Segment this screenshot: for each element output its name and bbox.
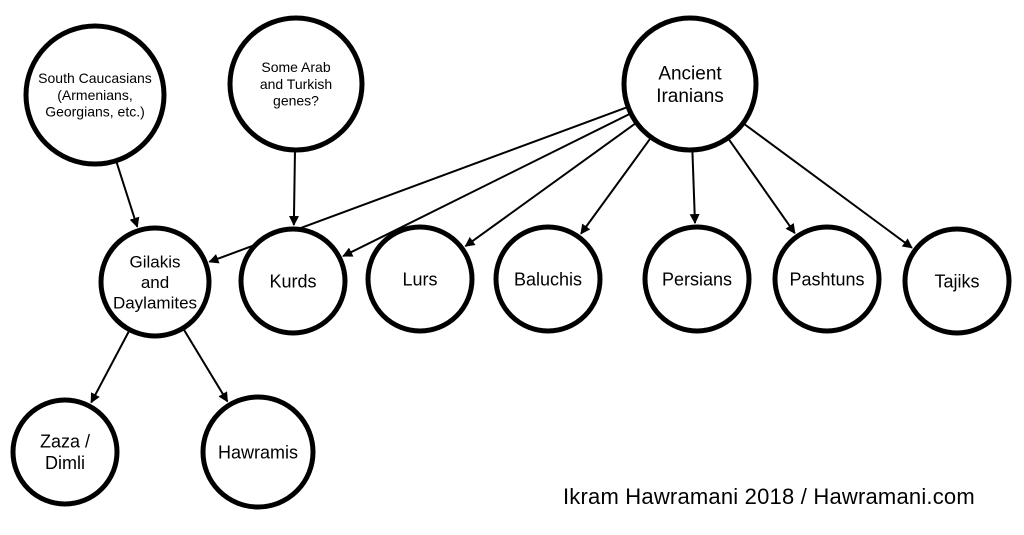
node-label: Iranians	[656, 86, 724, 107]
node-label: Zaza /	[40, 432, 90, 452]
node-circle	[227, 15, 365, 153]
node-lurs: Lurs	[365, 224, 475, 334]
node-label: (Armenians,	[57, 87, 132, 103]
node-label: Dimli	[45, 453, 85, 473]
node-label: Lurs	[402, 269, 437, 289]
node-label: Baluchis	[514, 269, 582, 289]
node-circle	[238, 226, 348, 336]
node-label: Pashtuns	[789, 269, 864, 289]
node-label: Hawramis	[218, 442, 298, 462]
node-label: Kurds	[269, 271, 316, 291]
node-circle	[772, 224, 882, 334]
node-zaza: Zaza /Dimli	[10, 397, 120, 507]
node-label: Georgians, etc.)	[45, 104, 145, 120]
node-circle	[902, 226, 1012, 336]
arrow-ancient-to-baluchis	[580, 138, 651, 235]
node-label: Ancient	[658, 63, 722, 84]
node-label: and Turkish	[260, 76, 332, 92]
arrow-ancient-to-kurds	[342, 113, 630, 258]
arrow-ancient-to-lurs	[464, 123, 636, 248]
node-persians: Persians	[642, 224, 752, 334]
arrow-gilakis-to-hawramis	[183, 329, 229, 403]
node-pashtuns: Pashtuns	[772, 224, 882, 334]
node-caucasians: South Caucasians(Armenians,Georgians, et…	[23, 23, 167, 167]
node-label: Some Arab	[261, 59, 330, 75]
arrow-arab-to-kurds	[288, 151, 299, 227]
node-label: Tajiks	[934, 271, 979, 291]
node-circle	[642, 224, 752, 334]
node-label: genes?	[273, 93, 319, 109]
node-circle	[98, 225, 212, 339]
arrow-caucasians-to-gilakis	[115, 162, 140, 228]
node-kurds: Kurds	[238, 226, 348, 336]
nodes: South Caucasians(Armenians,Georgians, et…	[10, 15, 1012, 510]
arrow-ancient-to-persians	[689, 151, 700, 225]
node-label: Persians	[662, 269, 732, 289]
node-circle	[23, 23, 167, 167]
node-tajiks: Tajiks	[902, 226, 1012, 336]
credit-text: Ikram Hawramani 2018 / Hawramani.com	[563, 484, 975, 509]
node-circle	[493, 224, 603, 334]
node-circle	[365, 224, 475, 334]
node-label: South Caucasians	[38, 70, 152, 86]
node-label: Gilakis	[129, 253, 180, 272]
node-label: Daylamites	[113, 293, 197, 312]
node-circle	[621, 15, 759, 153]
arrow-ancient-to-tajiks	[744, 123, 913, 249]
node-circle	[10, 397, 120, 507]
node-label: and	[141, 273, 169, 292]
node-circle	[200, 394, 316, 510]
node-baluchis: Baluchis	[493, 224, 603, 334]
arrow-gilakis-to-zaza	[90, 331, 130, 404]
node-hawramis: Hawramis	[200, 394, 316, 510]
arrow-ancient-to-pashtuns	[728, 139, 796, 234]
